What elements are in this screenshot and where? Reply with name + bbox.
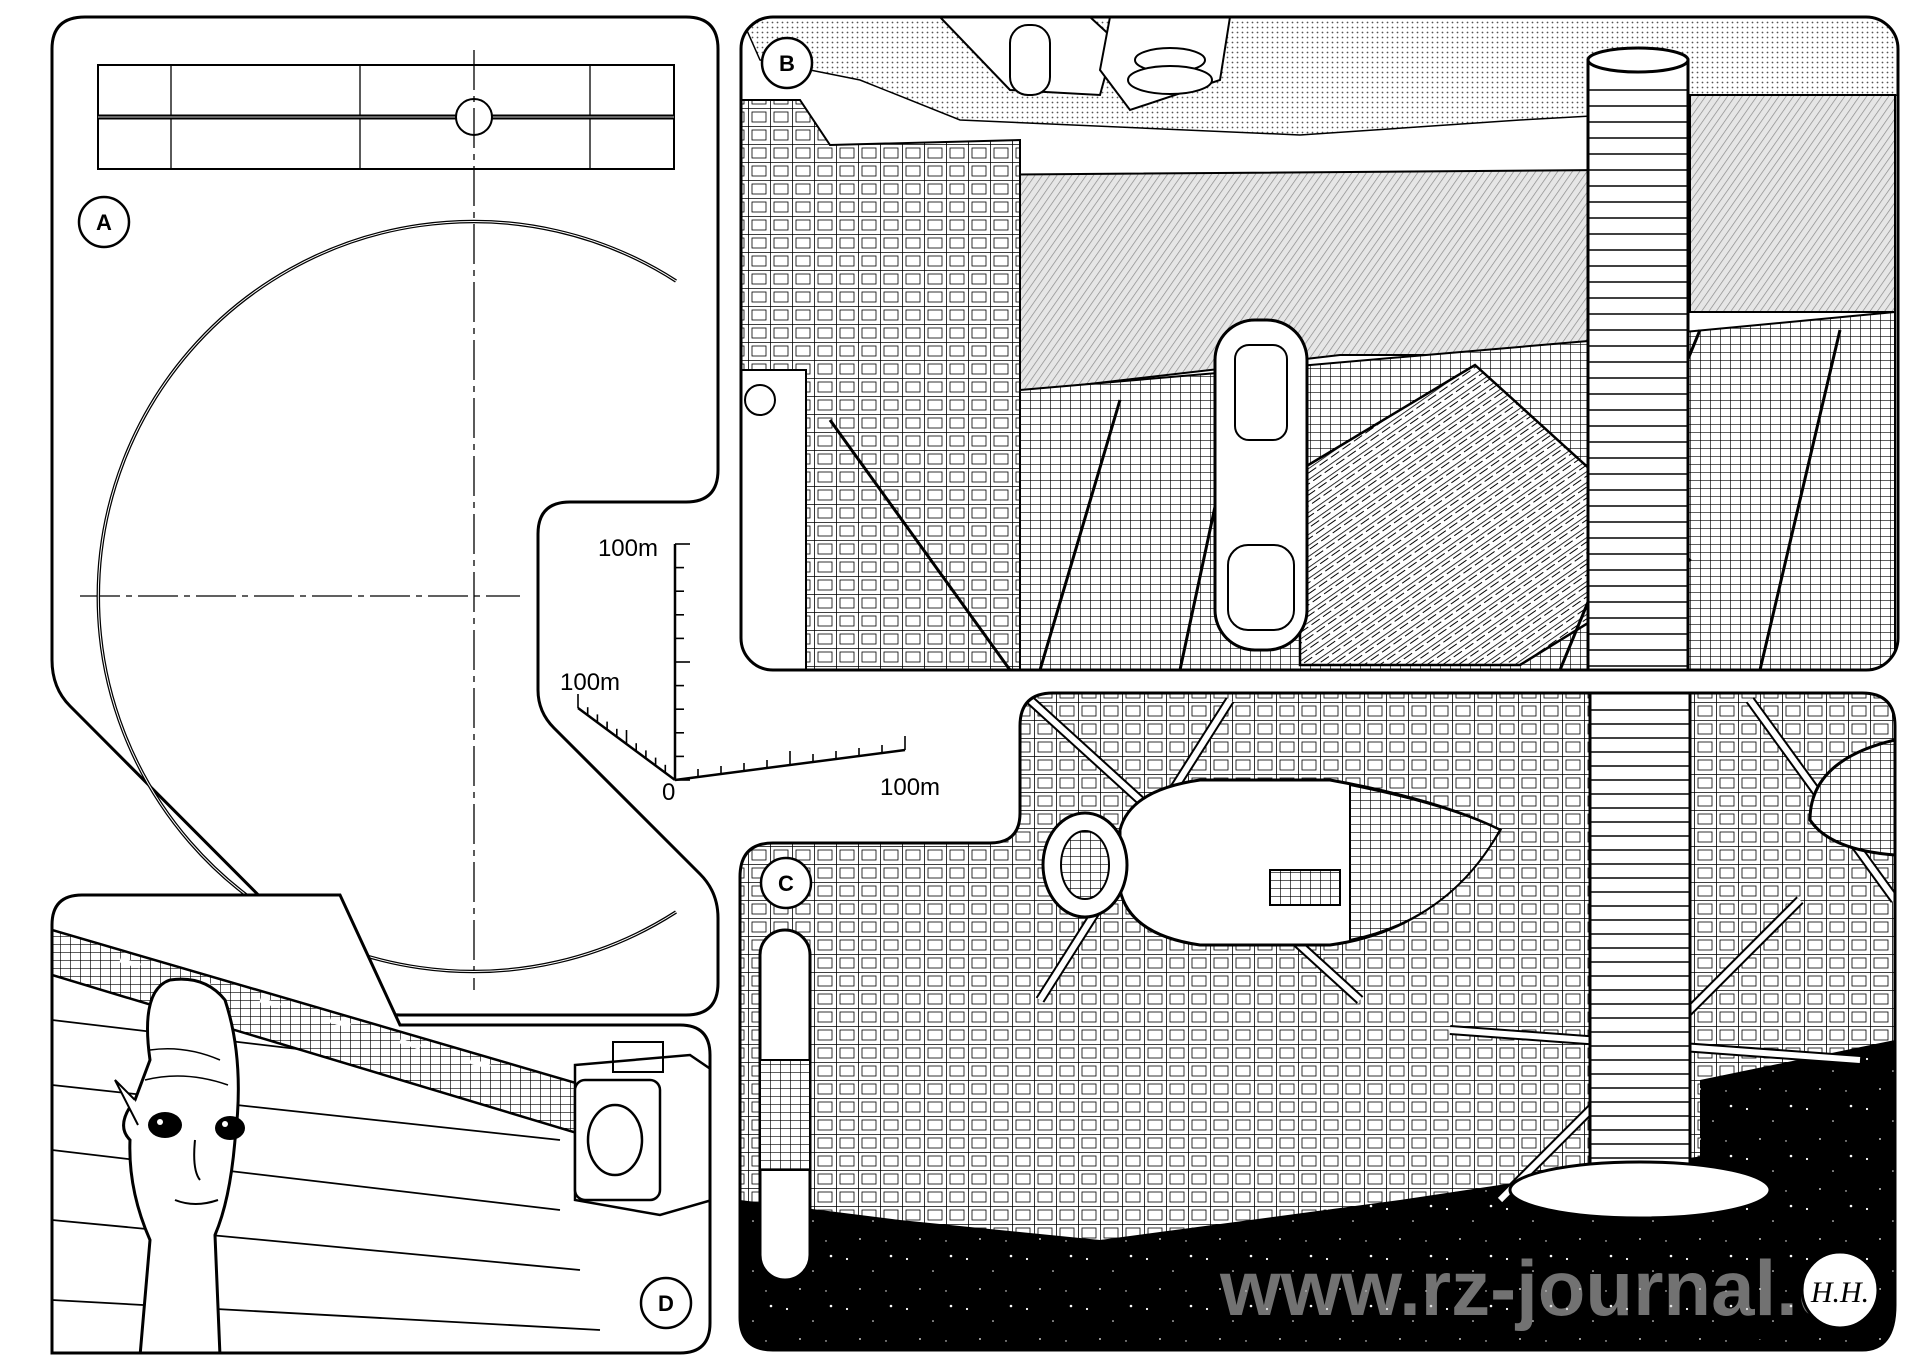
- scale-depth-label: 100m: [560, 669, 620, 696]
- panel-a-letter: A: [96, 210, 112, 235]
- surface-structures: [937, 17, 1232, 112]
- alien-figure: [114, 977, 245, 1353]
- scale-origin-label: 0: [662, 779, 675, 806]
- panel-a-marker: A: [77, 195, 131, 249]
- tube-end-cube: [573, 1041, 710, 1217]
- panel-d-frame: [50, 893, 712, 1355]
- panel-c-letter: C: [778, 871, 794, 896]
- scale-vertical-label: 100m: [598, 535, 658, 562]
- elevation-strip: [97, 64, 675, 170]
- panel-c-frame: [738, 691, 1897, 1352]
- elevator-column: [1586, 46, 1690, 670]
- panel-c: www.rz-journal.d C H.H. 97: [738, 691, 1897, 1352]
- panel-b: B: [739, 15, 1900, 672]
- left-tube: [758, 928, 812, 1282]
- watermark-text: www.rz-journal.d: [1219, 1244, 1845, 1332]
- page-number: 97: [1756, 1325, 1780, 1350]
- plan-ring: [80, 50, 677, 990]
- panel-d-marker: D: [639, 1276, 693, 1330]
- panel-b-marker: B: [760, 36, 814, 90]
- capsule-pod: [1213, 318, 1309, 652]
- svg-text:H.H.: H.H.: [1810, 1276, 1869, 1309]
- rocket-capsule: [1041, 778, 1503, 947]
- signature-seal: H.H.: [1800, 1250, 1880, 1330]
- scale-horizontal-label: 100m: [880, 774, 940, 801]
- panel-b-letter: B: [779, 51, 795, 76]
- panel-b-frame: [739, 15, 1900, 672]
- panel-a: A 100m 100m 100m 0: [50, 15, 940, 1017]
- scale-axes: 100m 100m 100m 0: [560, 535, 940, 806]
- panel-d-letter: D: [658, 1291, 674, 1316]
- panel-a-frame: [50, 15, 720, 1017]
- panel-c-marker: C: [759, 856, 813, 910]
